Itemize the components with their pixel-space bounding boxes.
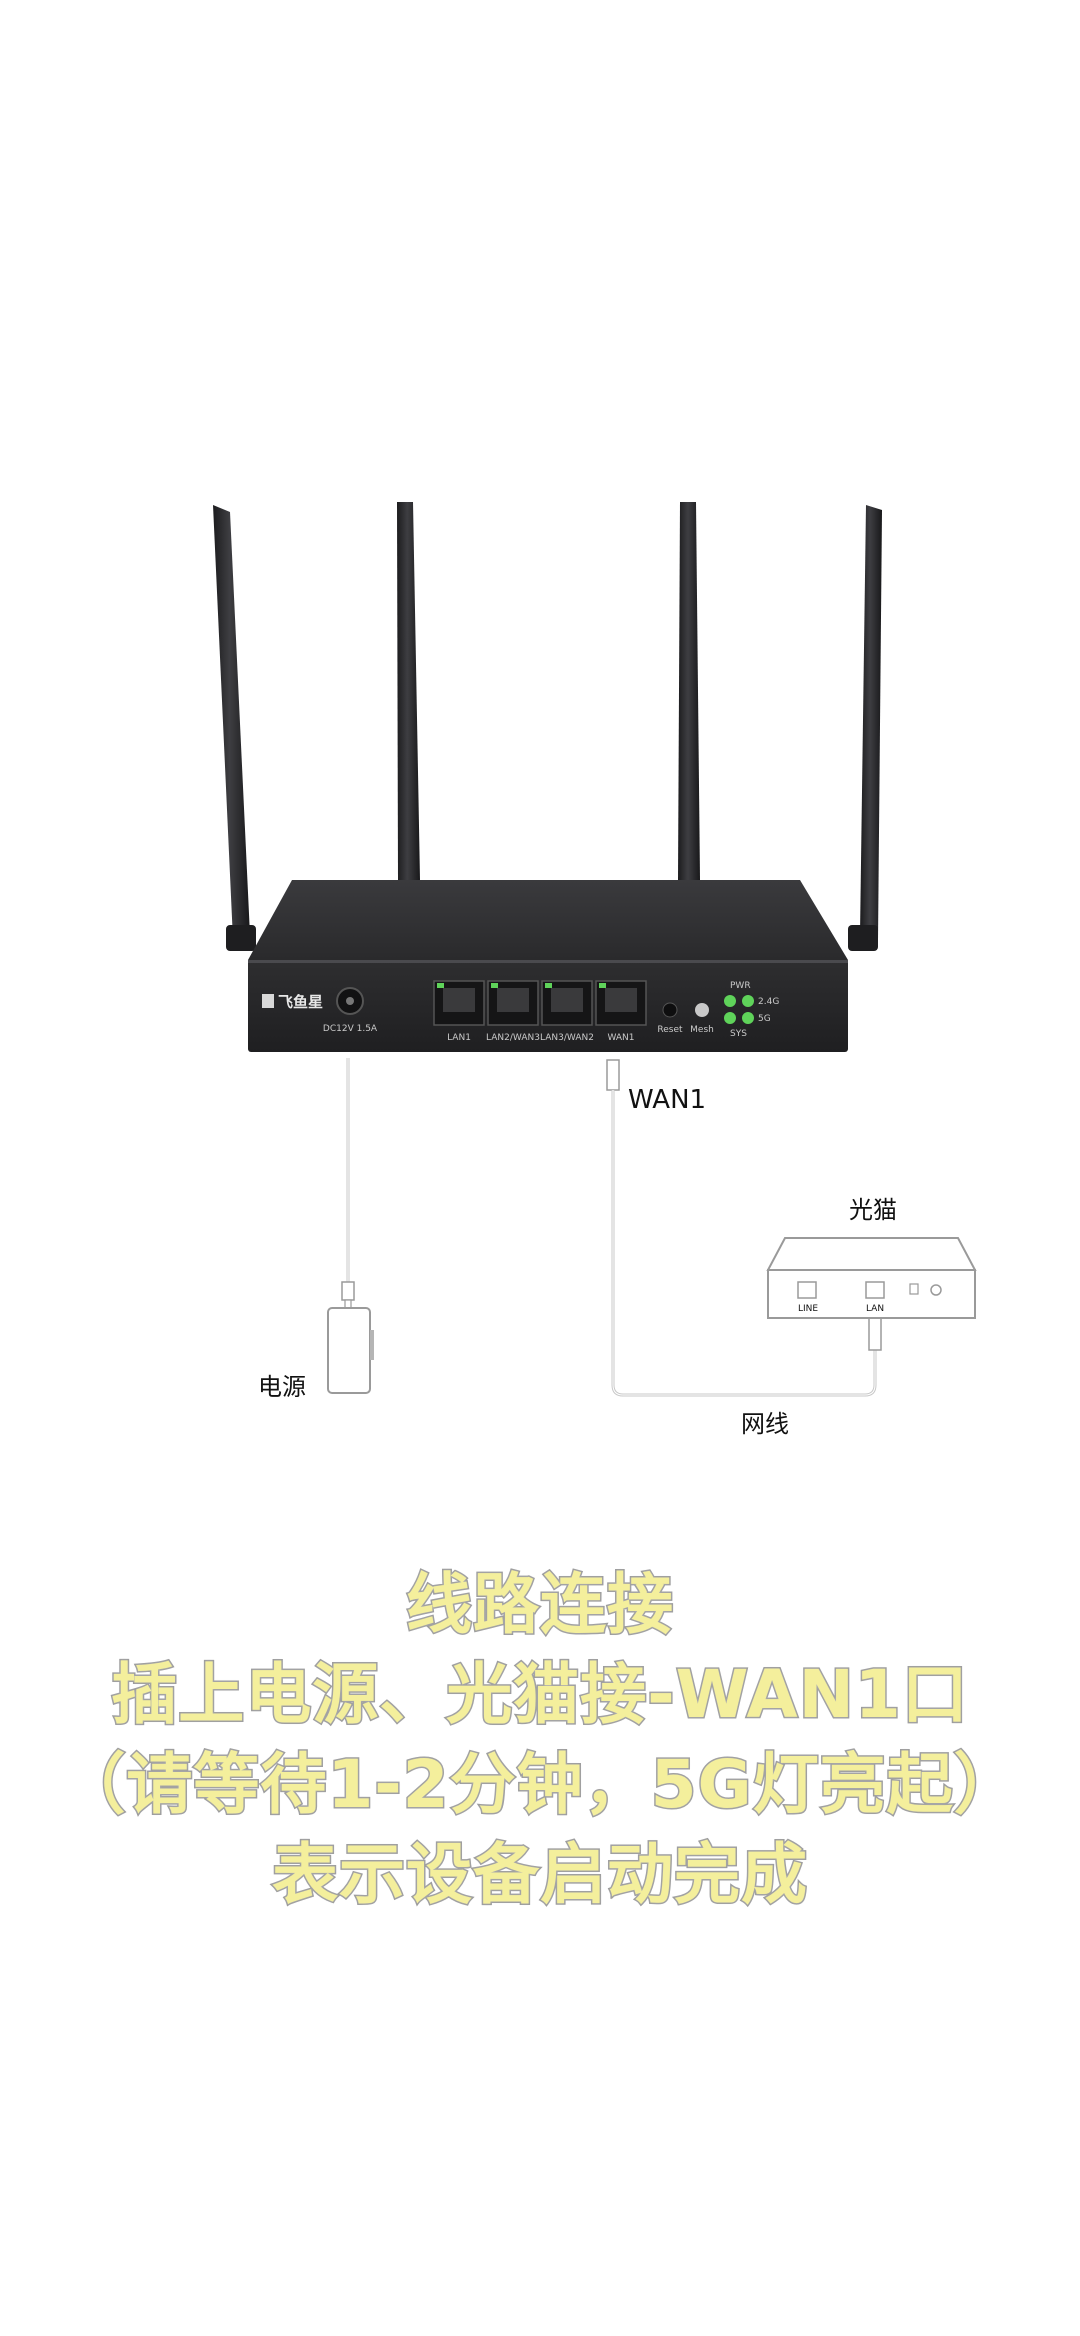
led-sys-icon — [724, 1012, 736, 1024]
antenna-4 — [848, 505, 882, 951]
port-lan3-wan2: LAN3/WAN2 — [540, 980, 594, 1043]
brand-logo-icon — [262, 994, 274, 1008]
svg-text:LAN1: LAN1 — [447, 1033, 471, 1043]
modem-label: 光猫 — [849, 1196, 897, 1224]
router-brand: 飞鱼星 — [278, 993, 323, 1011]
led-pwr-icon — [724, 995, 736, 1007]
antenna-2 — [397, 502, 420, 880]
antenna-1 — [213, 505, 256, 951]
modem-line-port-icon — [797, 1281, 817, 1299]
svg-text:Mesh: Mesh — [690, 1025, 714, 1035]
ethernet-ports: LAN1 LAN2/WAN3 LAN3/WAN2 WAN1 — [433, 980, 647, 1043]
svg-text:5G: 5G — [758, 1014, 771, 1024]
caption-line-2: 插上电源、光猫接-WAN1口 — [110, 1655, 969, 1735]
led-24g-icon — [742, 995, 754, 1007]
network-cable — [606, 1059, 882, 1397]
svg-text:SYS: SYS — [730, 1029, 747, 1039]
antenna-3 — [678, 502, 700, 880]
caption-line-3: （请等待1-2分钟，5G灯亮起） — [58, 1745, 1021, 1825]
instruction-caption: 线路连接 插上电源、光猫接-WAN1口 （请等待1-2分钟，5G灯亮起） 表示设… — [0, 1560, 1080, 1920]
svg-text:PWR: PWR — [730, 981, 751, 991]
svg-text:2.4G: 2.4G — [758, 997, 779, 1007]
reset-button-icon — [662, 1002, 678, 1018]
status-leds: PWR 2.4G 5G SYS — [724, 981, 779, 1039]
power-label: 电源 — [258, 1373, 306, 1401]
power-spec-label: DC12V 1.5A — [323, 1024, 378, 1034]
svg-text:LAN: LAN — [866, 1304, 884, 1314]
modem-lan-port-icon — [865, 1281, 885, 1299]
wan-port-label: WAN1 — [628, 1085, 706, 1115]
router: 飞鱼星 DC12V 1.5A LAN1 LAN2/WAN3 — [248, 880, 848, 1052]
cable-label: 网线 — [741, 1410, 789, 1438]
led-5g-icon — [742, 1012, 754, 1024]
caption-line-4: 表示设备启动完成 — [271, 1835, 809, 1915]
port-lan1: LAN1 — [433, 980, 485, 1043]
caption-line-1: 线路连接 — [405, 1565, 675, 1645]
optical-modem: LINE LAN — [766, 1237, 977, 1319]
port-wan1: WAN1 — [595, 980, 647, 1043]
svg-text:LINE: LINE — [798, 1304, 818, 1314]
svg-text:LAN3/WAN2: LAN3/WAN2 — [540, 1033, 594, 1043]
svg-text:WAN1: WAN1 — [607, 1033, 634, 1043]
svg-text:LAN2/WAN3: LAN2/WAN3 — [486, 1033, 540, 1043]
power-cable — [341, 1058, 355, 1309]
svg-text:Reset: Reset — [657, 1025, 683, 1035]
mesh-button-icon — [695, 1003, 709, 1017]
power-adapter-icon — [327, 1307, 374, 1394]
port-lan2-wan3: LAN2/WAN3 — [486, 980, 540, 1043]
